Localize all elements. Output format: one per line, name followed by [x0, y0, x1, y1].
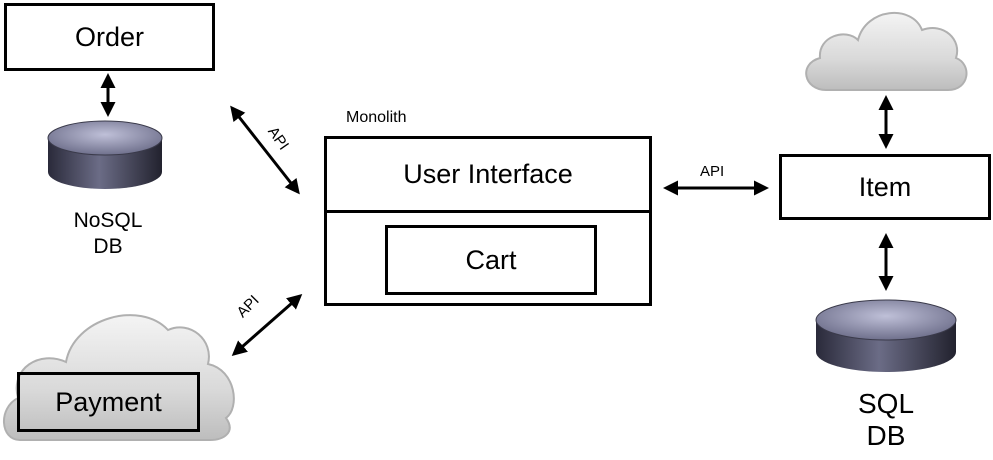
sql-database-icon: [815, 299, 957, 372]
cart-box: Cart: [385, 225, 597, 295]
sql-db-label: SQL DB: [836, 388, 936, 452]
sql-db-line2: DB: [866, 420, 906, 451]
order-box: Order: [4, 3, 215, 71]
order-label: Order: [74, 21, 145, 52]
nosql-db-label: NoSQL DB: [58, 208, 158, 260]
nosql-db-line1: NoSQL: [73, 209, 143, 232]
monolith-container: User Interface Cart: [324, 136, 652, 306]
payment-label: Payment: [55, 386, 162, 417]
monolith-title: Monolith: [346, 109, 407, 126]
payment-box: Payment: [17, 372, 200, 432]
cart-label: Cart: [465, 244, 517, 275]
api-label-right: API: [700, 163, 725, 180]
item-label: Item: [858, 171, 912, 202]
nosql-db-line2: DB: [93, 235, 123, 258]
nosql-database-icon: [47, 120, 163, 189]
user-interface-label: User Interface: [403, 159, 573, 189]
nosql-api-arrow: [230, 105, 300, 195]
cloud-icon: [805, 11, 968, 91]
item-box: Item: [779, 154, 991, 220]
payment-api-arrow: [231, 294, 303, 356]
user-interface-section: User Interface: [327, 139, 649, 213]
sql-db-line1: SQL: [857, 388, 915, 419]
